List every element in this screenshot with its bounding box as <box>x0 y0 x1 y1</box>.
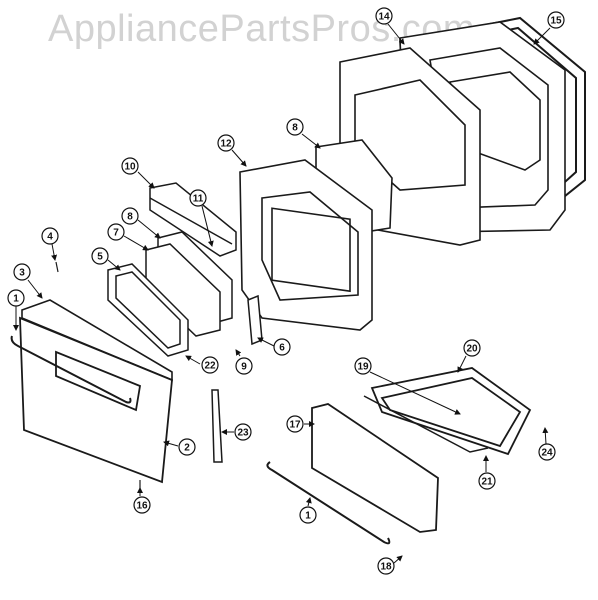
part-door-top-trim[interactable] <box>21 299 173 382</box>
callout-1-handle[interactable]: 1 <box>7 289 25 331</box>
callout-label: 23 <box>237 428 249 439</box>
callout-label: 1 <box>305 511 311 522</box>
callout-8-panel[interactable]: 8 <box>121 207 161 239</box>
callout-label: 7 <box>113 228 119 239</box>
callout-label: 24 <box>541 448 553 459</box>
callout-label: 11 <box>193 194 204 205</box>
callout-label: 4 <box>47 232 53 243</box>
callout-label: 8 <box>292 123 298 134</box>
callout-label: 20 <box>466 344 478 355</box>
callout-label: 5 <box>97 252 103 263</box>
callout-label: 21 <box>481 477 493 488</box>
callout-6[interactable]: 6 <box>257 337 291 356</box>
callout-22[interactable]: 22 <box>185 355 219 374</box>
callout-3[interactable]: 3 <box>13 263 43 299</box>
callout-4[interactable]: 4 <box>41 227 59 261</box>
part-clip-24[interactable] <box>540 416 548 424</box>
callout-label: 3 <box>19 268 25 279</box>
callout-16[interactable]: 16 <box>133 487 151 514</box>
callout-19[interactable]: 19 <box>354 357 461 415</box>
callout-label: 1 <box>13 294 19 305</box>
callout-20[interactable]: 20 <box>457 339 481 373</box>
callout-12[interactable]: 12 <box>217 134 247 167</box>
callout-label: 10 <box>124 162 136 173</box>
callout-label: 22 <box>204 361 216 372</box>
part-door-liner[interactable] <box>239 159 373 331</box>
callout-17[interactable]: 17 <box>286 415 315 433</box>
part-drawer-front[interactable] <box>311 403 439 533</box>
part-drawer-rail[interactable] <box>363 395 489 453</box>
callout-2[interactable]: 2 <box>163 438 196 456</box>
part-screw-9[interactable] <box>233 345 237 349</box>
callout-10[interactable]: 10 <box>121 157 155 189</box>
callout-label: 8 <box>127 212 133 223</box>
callout-label: 9 <box>241 362 247 373</box>
part-outer-door-panel[interactable] <box>19 316 173 484</box>
callout-label: 12 <box>220 139 232 150</box>
callout-5[interactable]: 5 <box>91 247 121 271</box>
part-screw-4[interactable] <box>55 261 59 273</box>
part-glass-panel-5[interactable] <box>107 263 189 357</box>
callout-label: 15 <box>550 16 562 27</box>
callout-label: 6 <box>279 343 285 354</box>
part-vent-bracket[interactable] <box>149 182 237 257</box>
callout-1-drawer[interactable]: 1 <box>299 497 317 524</box>
callout-9[interactable]: 9 <box>235 349 253 375</box>
part-drawer-handle[interactable] <box>266 461 391 545</box>
callout-11[interactable]: 11 <box>189 189 214 247</box>
callout-label: 16 <box>136 501 148 512</box>
callout-15[interactable]: 15 <box>533 11 565 45</box>
callout-23[interactable]: 23 <box>221 423 252 441</box>
callout-7[interactable]: 7 <box>107 223 149 251</box>
callout-label: 14 <box>378 12 390 23</box>
part-door-handle[interactable] <box>10 335 132 404</box>
part-side-trim[interactable] <box>211 389 223 463</box>
part-roller-18[interactable] <box>401 547 411 557</box>
callout-18[interactable]: 18 <box>377 555 403 575</box>
callout-14[interactable]: 14 <box>375 7 405 45</box>
callout-label: 18 <box>380 562 392 573</box>
callout-label: 2 <box>184 443 190 454</box>
callout-label: 17 <box>289 420 301 431</box>
callout-8-glass[interactable]: 8 <box>286 118 321 149</box>
callout-label: 19 <box>357 362 369 373</box>
part-drawer-tray[interactable] <box>370 367 532 456</box>
callout-21[interactable]: 21 <box>478 455 496 490</box>
callout-24[interactable]: 24 <box>538 427 556 461</box>
